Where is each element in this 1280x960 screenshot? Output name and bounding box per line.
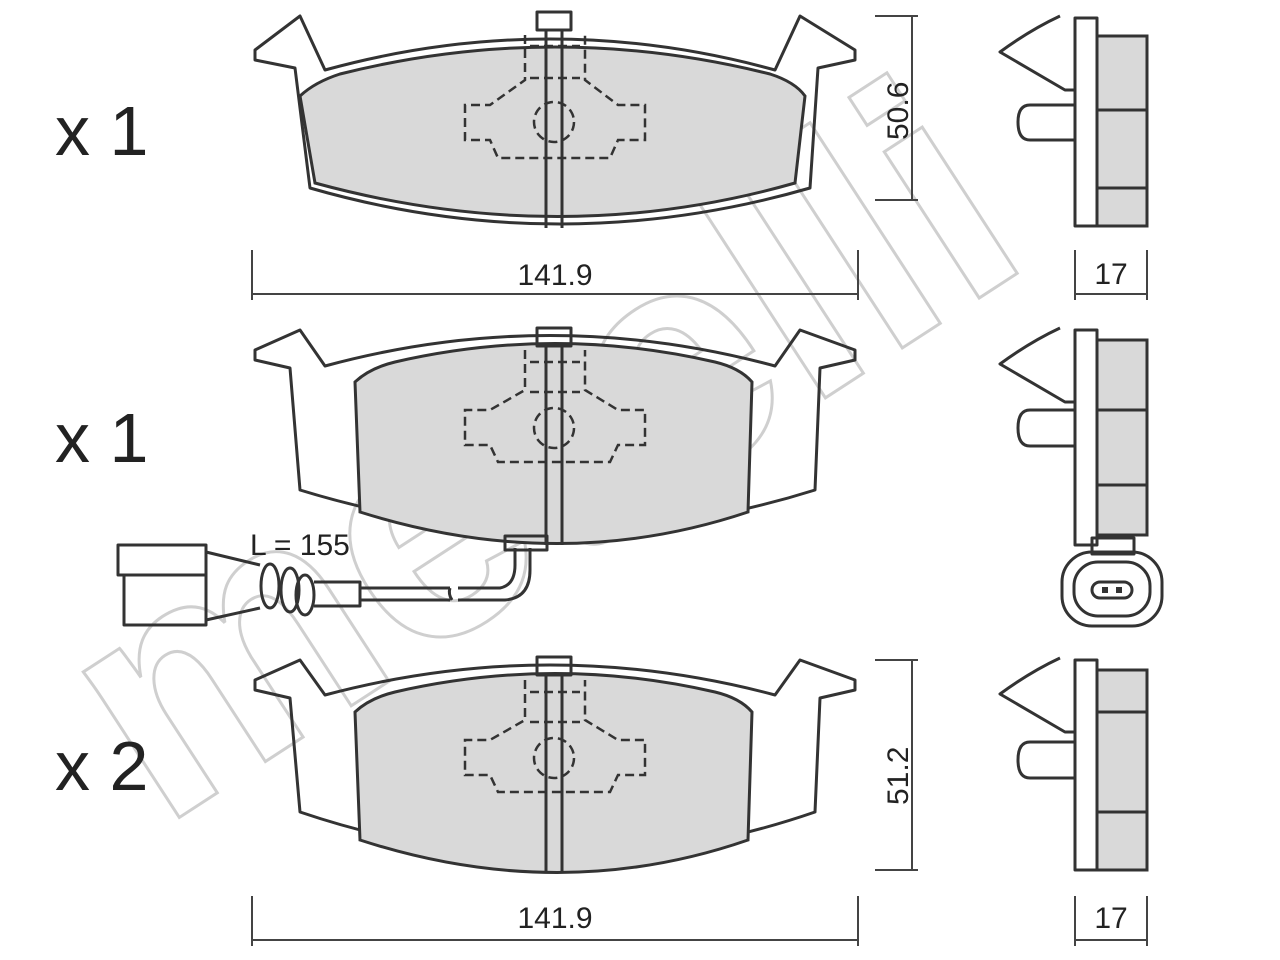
pad-3-width-label: 141.9 <box>517 902 592 935</box>
pad-3-front-view <box>253 655 857 874</box>
pad-1-front-view <box>253 10 857 228</box>
pad-1-width-label: 141.9 <box>517 259 592 292</box>
pad-3-quantity: x 2 <box>55 727 148 805</box>
pad-1-side-view <box>998 14 1149 228</box>
pad-2-side-view <box>998 326 1164 628</box>
pad-1-thickness-label: 17 <box>1094 258 1127 291</box>
pad-2-wear-sensor <box>116 534 549 627</box>
pad-3-side-view <box>998 656 1149 872</box>
pad-2-front-view <box>253 326 857 545</box>
pad-1-quantity: x 1 <box>55 92 148 170</box>
pad-3-thickness-label: 17 <box>1094 902 1127 935</box>
pad-2-quantity: x 1 <box>55 399 148 477</box>
pad-3-height-label: 51.2 <box>882 747 915 805</box>
pad-3-dimensions <box>251 659 1148 946</box>
pad-2-sensor-length-label: L = 155 <box>250 529 350 562</box>
pad-1-dimensions <box>251 15 1148 300</box>
pad-1-height-label: 50.6 <box>882 82 915 140</box>
